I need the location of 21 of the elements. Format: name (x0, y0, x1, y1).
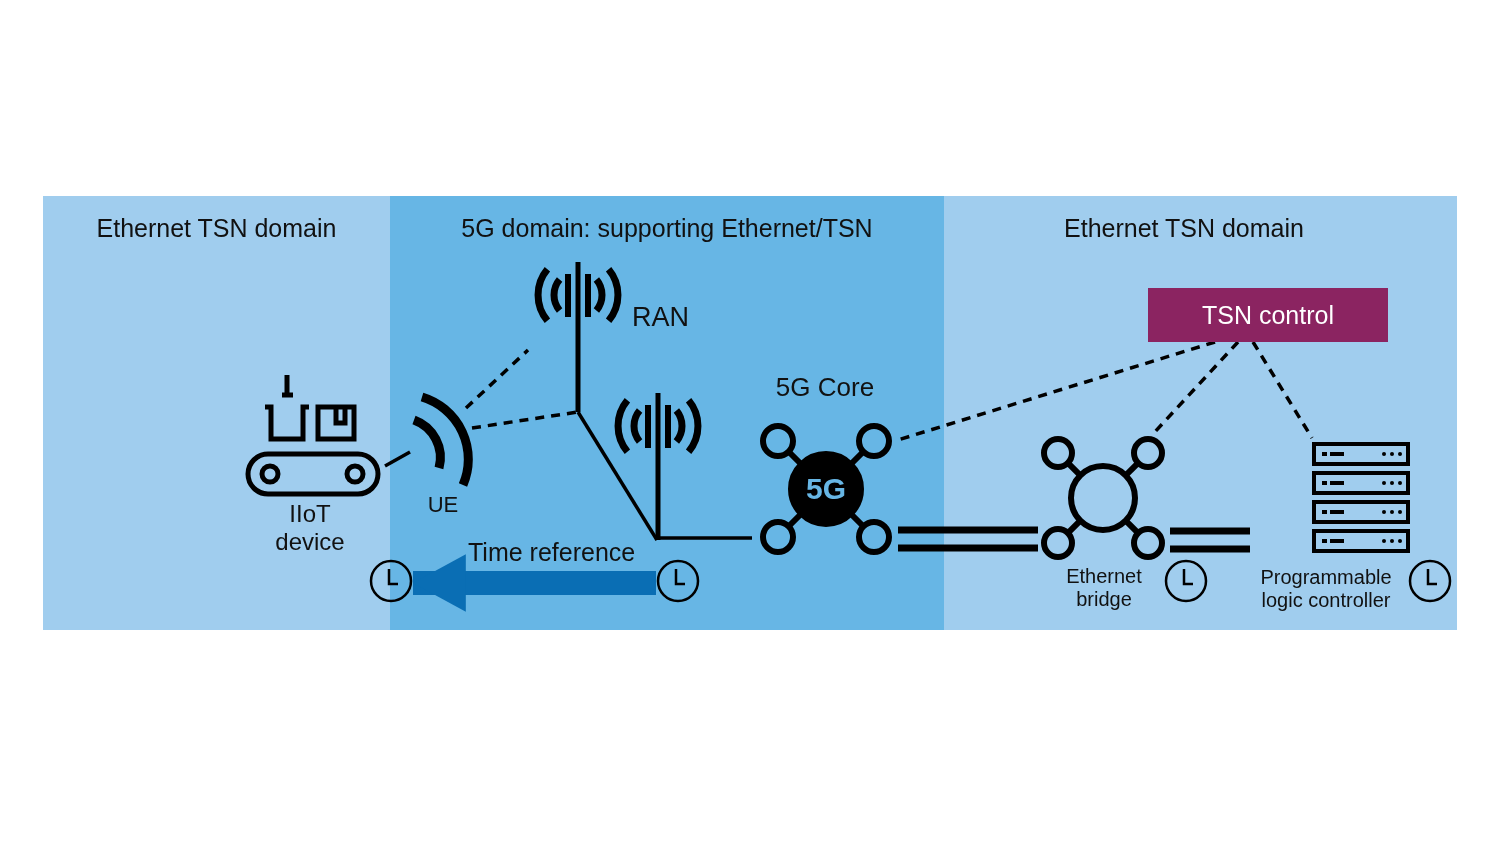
bridge-label: Ethernet bridge (1065, 565, 1143, 611)
domain-band (944, 196, 1457, 630)
control-box: TSN control (1148, 288, 1388, 342)
domain-title: 5G domain: supporting Ethernet/TSN (460, 214, 874, 243)
connector-line (576, 411, 659, 541)
connector-line (657, 536, 752, 540)
dashed-line (471, 410, 579, 430)
connector-line (384, 450, 411, 468)
domain-band (43, 196, 390, 630)
ue-label: UE (426, 492, 460, 518)
device-label: IIoT device (274, 500, 346, 556)
domain-band (390, 196, 944, 630)
dashed-line (1251, 341, 1314, 439)
core-badge-text: 5G (805, 472, 847, 507)
dashed-line (897, 340, 1216, 442)
ran-label: RAN (632, 302, 690, 334)
domain-title: Ethernet TSN domain (95, 214, 338, 243)
domain-title: Ethernet TSN domain (1063, 214, 1305, 243)
core-label: 5G Core (774, 373, 876, 403)
plc-label: Programmable logic controller (1259, 566, 1393, 612)
dashed-line (464, 348, 530, 410)
